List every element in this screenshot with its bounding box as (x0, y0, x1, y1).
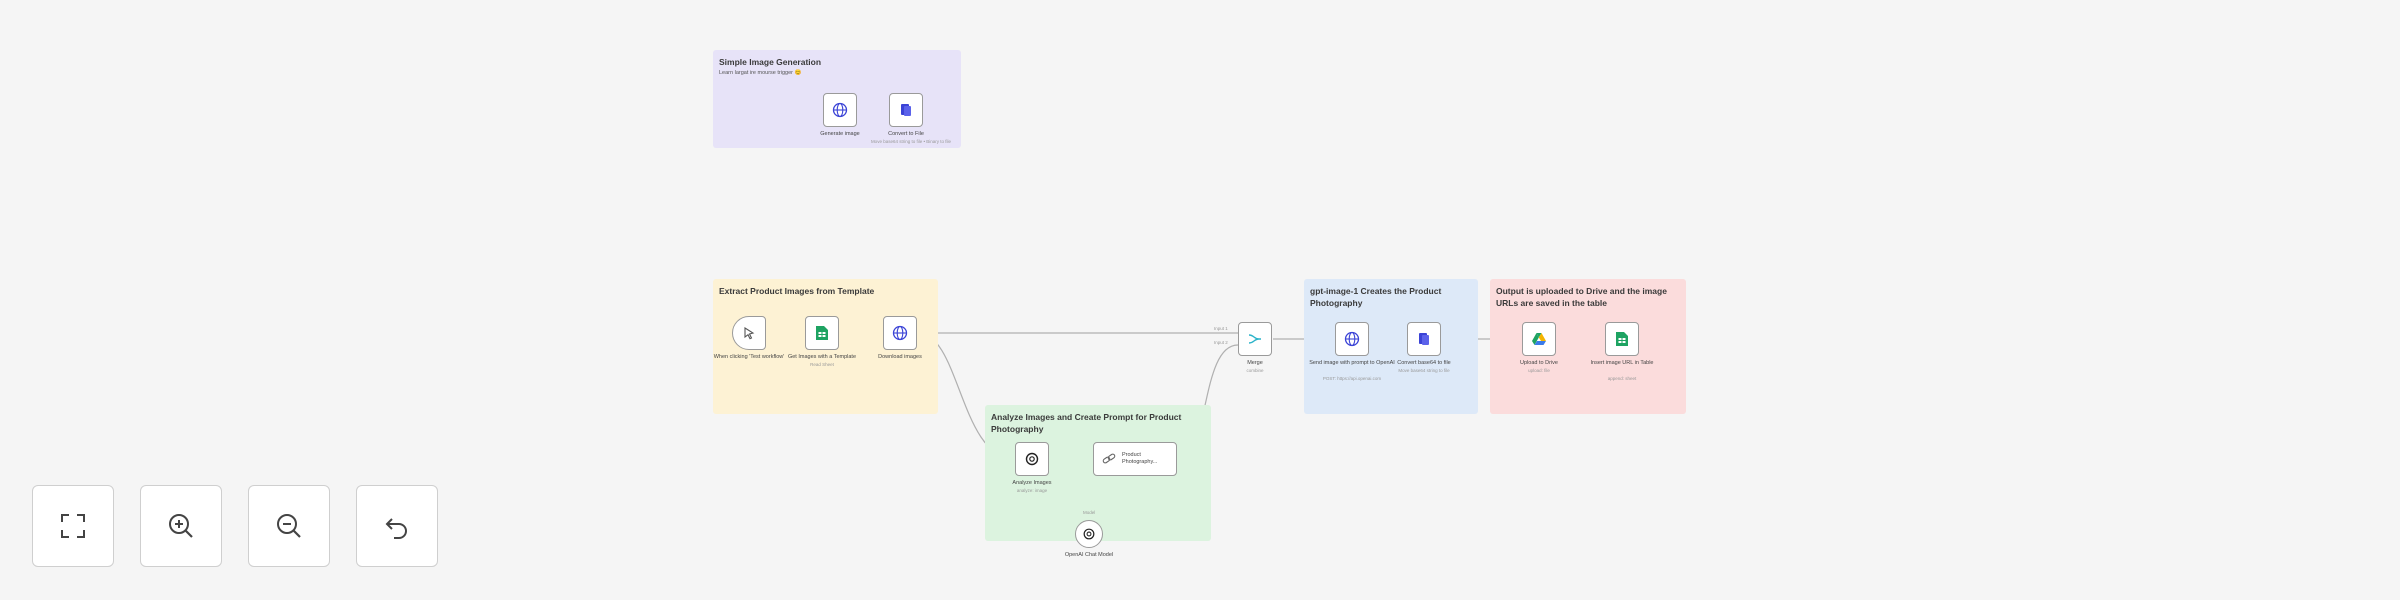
node-label: Send image with prompt to OpenAI (1309, 360, 1395, 366)
merge-icon (1248, 334, 1261, 344)
node-sublabel: POST: https://api.openai.com (1322, 376, 1382, 381)
zoom-out-icon (277, 514, 301, 538)
zoom-in-icon (169, 514, 193, 538)
node-sublabel: Move base64 string to file (1398, 368, 1450, 373)
node-label: Upload to Drive (1520, 360, 1558, 366)
sticky-title: gpt-image-1 Creates the Product Photogra… (1310, 286, 1442, 308)
node-convert-to-file[interactable] (889, 93, 923, 127)
sticky-title: Simple Image Generation (719, 57, 822, 67)
node-label: Product Photography... (1122, 452, 1158, 465)
node-product-photography-chain[interactable]: Product Photography... (1093, 442, 1177, 476)
cursor-icon (744, 327, 755, 340)
node-label: Generate image (820, 131, 860, 137)
node-label: OpenAI Chat Model (1064, 552, 1114, 558)
globe-icon (832, 102, 848, 118)
fit-view-button[interactable] (32, 485, 114, 567)
undo-icon (385, 518, 407, 539)
node-analyze-images[interactable] (1015, 442, 1049, 476)
sheets-icon (816, 326, 828, 340)
node-label: Analyze Images (1012, 480, 1052, 486)
node-send-openai[interactable] (1335, 322, 1369, 356)
reset-zoom-button[interactable] (356, 485, 438, 567)
connector-label: Input 2 (1214, 340, 1228, 345)
node-label: Download images (878, 354, 922, 360)
node-label: Convert to File (888, 131, 924, 137)
openai-icon (1025, 452, 1039, 466)
sticky-title: Output is uploaded to Drive and the imag… (1496, 286, 1667, 308)
sticky-gpt-image[interactable]: gpt-image-1 Creates the Product Photogra… (1304, 279, 1478, 414)
sheets-icon (1616, 332, 1628, 346)
fit-view-icon (61, 514, 85, 538)
node-download-images[interactable] (883, 316, 917, 350)
node-sublabel: append: sheet (1607, 376, 1637, 381)
globe-icon (1344, 331, 1360, 347)
node-label: Get Images with a Template (787, 354, 857, 360)
sticky-output[interactable]: Output is uploaded to Drive and the imag… (1490, 279, 1686, 414)
openai-icon (1083, 528, 1095, 540)
drive-icon (1532, 333, 1546, 345)
sticky-subtitle: Learn largat ire mourse trigger 😊 (719, 70, 802, 76)
zoom-out-button[interactable] (248, 485, 330, 567)
connector-label: Model (1083, 510, 1096, 515)
node-label: Insert image URL in Table (1590, 360, 1654, 366)
globe-icon (892, 325, 908, 341)
sticky-title: Extract Product Images from Template (719, 286, 875, 296)
node-label: Convert base64 to file (1397, 360, 1451, 366)
node-sublabel: combine (1246, 368, 1264, 373)
chain-icon (1102, 453, 1116, 464)
node-openai-chat-model[interactable] (1075, 520, 1103, 548)
file-icon (901, 104, 911, 116)
node-upload-drive[interactable] (1522, 322, 1556, 356)
zoom-in-button[interactable] (140, 485, 222, 567)
sticky-title: Analyze Images and Create Prompt for Pro… (991, 412, 1182, 434)
node-get-images-sheet[interactable] (805, 316, 839, 350)
node-convert-base64[interactable] (1407, 322, 1441, 356)
file-icon (1419, 333, 1429, 345)
node-label: When clicking 'Test workflow' (713, 354, 785, 360)
node-merge[interactable] (1238, 322, 1272, 356)
connector-label: Input 1 (1214, 326, 1228, 331)
node-sublabel: upload: file (1528, 368, 1550, 373)
node-sublabel: Move base64 string to file • Binary to f… (870, 139, 952, 144)
node-insert-sheet[interactable] (1605, 322, 1639, 356)
node-manual-trigger[interactable] (732, 316, 766, 350)
node-sublabel: Read Sheet (810, 362, 834, 367)
node-generate-image[interactable] (823, 93, 857, 127)
node-label: Merge (1247, 360, 1263, 366)
node-sublabel: analyze: image (1016, 488, 1048, 493)
